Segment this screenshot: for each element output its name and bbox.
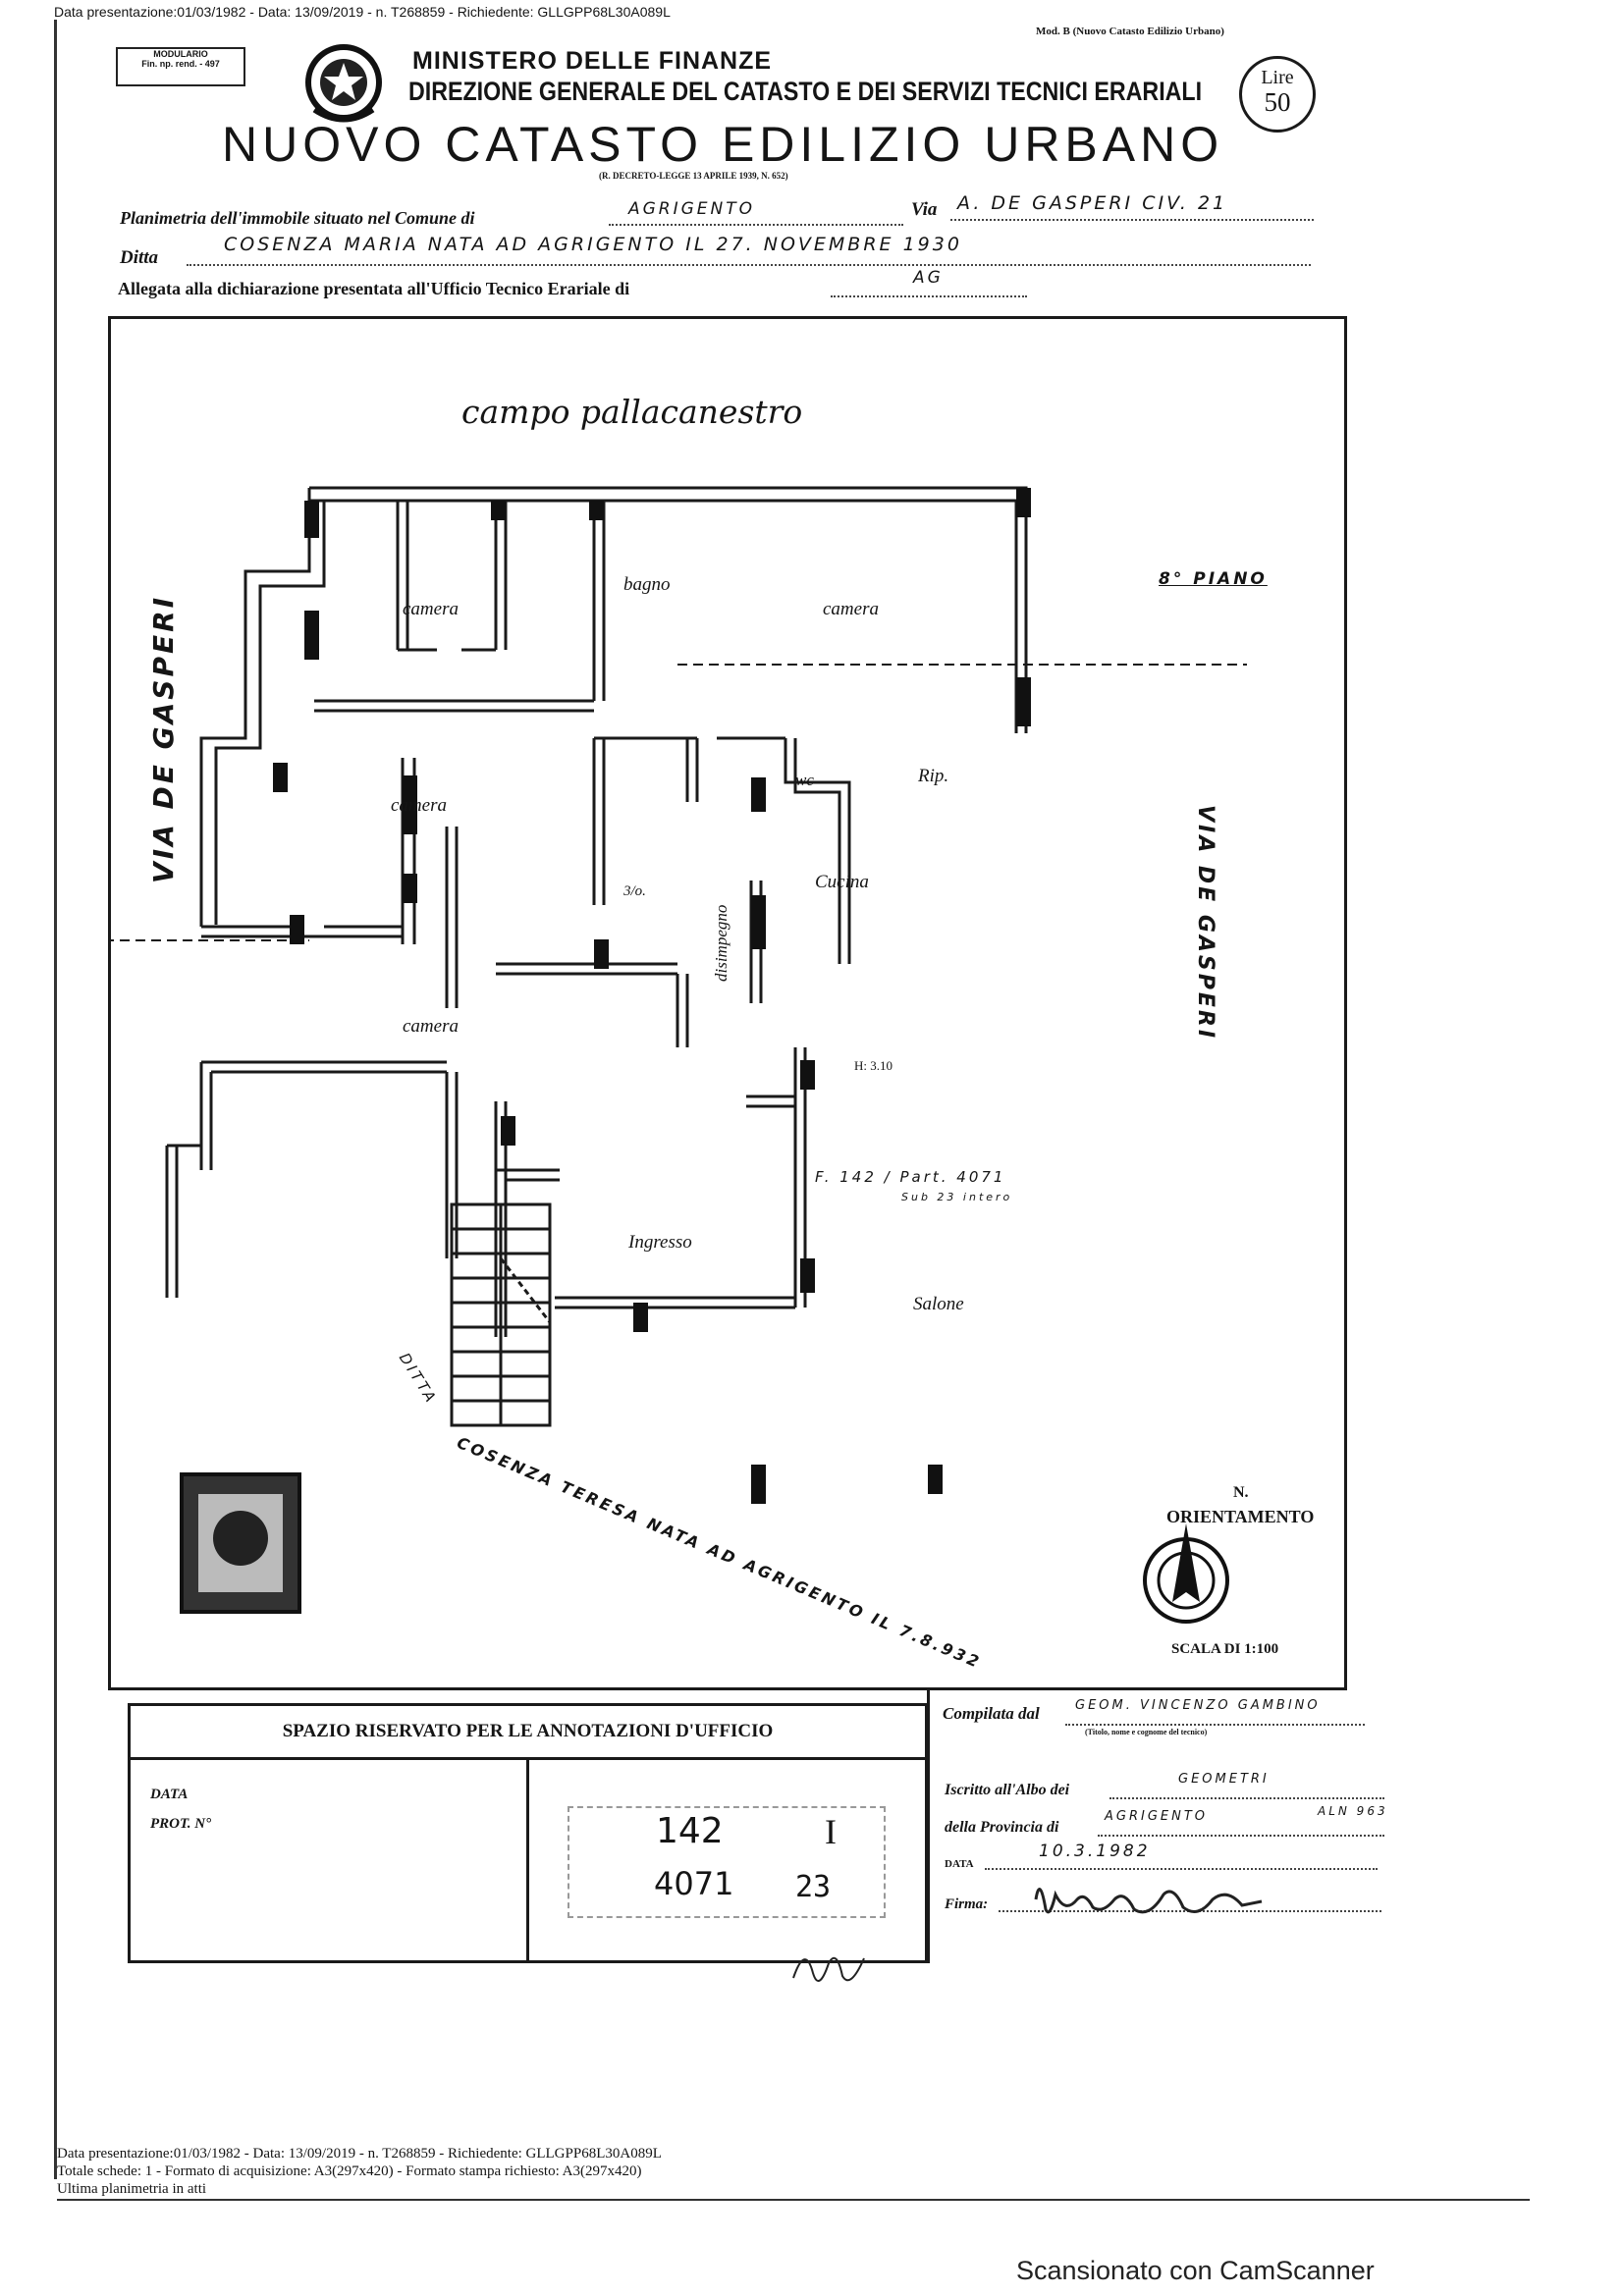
scanner-watermark: Scansionato con CamScanner <box>1016 2256 1375 2285</box>
room-ripostiglio-small: 3/o. <box>623 883 646 899</box>
room-salone: Salone <box>913 1294 964 1314</box>
room-camera-2: camera <box>823 599 879 619</box>
modulario-code: Fin. np. rend. - 497 <box>141 59 220 69</box>
iscritto-value: GEOMETRI <box>1178 1772 1270 1787</box>
stamp-value-circle: Lire 50 <box>1239 56 1316 133</box>
room-disimpegno: disimpegno <box>712 904 730 982</box>
footer-line-2: Totale schede: 1 - Formato di acquisizio… <box>57 2163 642 2179</box>
albo-number: ALN 963 <box>1318 1804 1388 1818</box>
document-sheet <box>54 20 1540 2179</box>
republic-emblem-icon <box>305 44 382 123</box>
north-arrow-icon <box>1143 1523 1229 1624</box>
annotations-title: SPAZIO RISERVATO PER LE ANNOTAZIONI D'UF… <box>128 1703 928 1760</box>
ref-b: I <box>825 1812 837 1851</box>
floor-plan-drawing <box>108 486 1247 1624</box>
compilata-data-label: DATA <box>945 1858 974 1870</box>
ditta-label: Ditta <box>120 247 159 268</box>
room-rip: Rip. <box>918 766 949 786</box>
ref-note-2: Sub 23 intero <box>901 1191 1013 1203</box>
room-bagno: bagno <box>623 574 671 595</box>
reference-stamp-box <box>568 1806 886 1918</box>
annot-data-label: DATA <box>150 1787 189 1802</box>
firma-label: Firma: <box>945 1896 989 1912</box>
ministry-title: MINISTERO DELLE FINANZE <box>412 47 773 75</box>
page-title: NUOVO CATASTO EDILIZIO URBANO <box>222 117 1224 172</box>
room-camera-4: camera <box>403 1016 459 1037</box>
room-height: H: 3.10 <box>854 1058 893 1073</box>
provincia-value: AGRIGENTO <box>1105 1809 1209 1824</box>
comune-value: AGRIGENTO <box>628 199 756 219</box>
signature-icon <box>1034 1888 1263 1914</box>
top-area-label: campo pallacanestro <box>461 393 803 431</box>
footer-line-3: Ultima planimetria in atti <box>57 2181 207 2197</box>
iscritto-label: Iscritto all'Albo dei <box>945 1782 1070 1798</box>
section-divider <box>927 1688 930 1963</box>
modulario-box: MODULARIO Fin. np. rend. - 497 <box>116 47 245 86</box>
lire-label: Lire <box>1261 67 1294 88</box>
room-camera-1: camera <box>403 599 459 619</box>
room-camera-3: camera <box>391 795 447 816</box>
comune-line <box>609 223 903 226</box>
allegata-label: Allegata alla dichiarazione presentata a… <box>118 279 630 298</box>
street-right-label: VIA DE GASPERI <box>1193 805 1217 1041</box>
model-label: Mod. B (Nuovo Catasto Edilizio Urbano) <box>1036 26 1224 37</box>
street-left-label: VIA DE GASPERI <box>147 594 180 883</box>
north-label: N. <box>1233 1484 1249 1501</box>
footer-line-1: Data presentazione:01/03/1982 - Data: 13… <box>57 2146 662 2162</box>
compilata-label: Compilata dal <box>943 1704 1040 1723</box>
ufficio-value: AG <box>913 268 944 288</box>
ref-a: 142 <box>656 1811 724 1851</box>
top-stamp-line: Data presentazione:01/03/1982 - Data: 13… <box>54 4 671 20</box>
provincia-label: della Provincia di <box>945 1819 1059 1836</box>
handwritten-initials-icon <box>792 1956 865 1982</box>
compilata-sub: (Titolo, nome e cognome del tecnico) <box>1085 1728 1208 1736</box>
annotations-divider <box>526 1759 529 1963</box>
office-seal-icon <box>180 1472 301 1614</box>
via-value: A. DE GASPERI CIV. 21 <box>957 192 1228 214</box>
compilata-value: GEOM. VINCENZO GAMBINO <box>1075 1698 1321 1713</box>
floor-label: 8° PIANO <box>1159 569 1268 589</box>
data-line <box>985 1867 1378 1870</box>
room-ingresso: Ingresso <box>628 1232 692 1253</box>
compilata-data-value: 10.3.1982 <box>1039 1842 1151 1861</box>
ditta-line <box>187 263 1311 266</box>
iscritto-line <box>1109 1796 1384 1799</box>
lire-value: 50 <box>1264 87 1291 117</box>
provincia-line <box>1098 1834 1384 1837</box>
decree-label: (R. DECRETO-LEGGE 13 APRILE 1939, N. 652… <box>599 171 788 181</box>
via-label: Via <box>911 199 938 220</box>
ditta-value: COSENZA MARIA NATA AD AGRIGENTO IL 27. N… <box>224 234 962 255</box>
via-line <box>950 218 1314 221</box>
floor-plan-frame <box>108 316 1347 1690</box>
scale-label: SCALA DI 1:100 <box>1171 1641 1279 1657</box>
room-wc: wc <box>795 771 814 789</box>
direction-title: DIREZIONE GENERALE DEL CATASTO E DEI SER… <box>408 77 1203 106</box>
annot-prot-label: PROT. N° <box>150 1816 212 1832</box>
compilata-line <box>1065 1723 1365 1726</box>
ref-c: 4071 <box>654 1865 734 1902</box>
orientation-label: ORIENTAMENTO <box>1166 1507 1315 1526</box>
footer-rule <box>57 2199 1530 2201</box>
ufficio-line <box>831 294 1027 297</box>
ref-d: 23 <box>795 1870 832 1904</box>
ref-note-1: F. 142 / Part. 4071 <box>815 1168 1006 1186</box>
room-cucina: Cucina <box>815 872 869 892</box>
planimetria-label: Planimetria dell'immobile situato nel Co… <box>120 208 475 228</box>
modulario-label: MODULARIO <box>153 49 208 59</box>
